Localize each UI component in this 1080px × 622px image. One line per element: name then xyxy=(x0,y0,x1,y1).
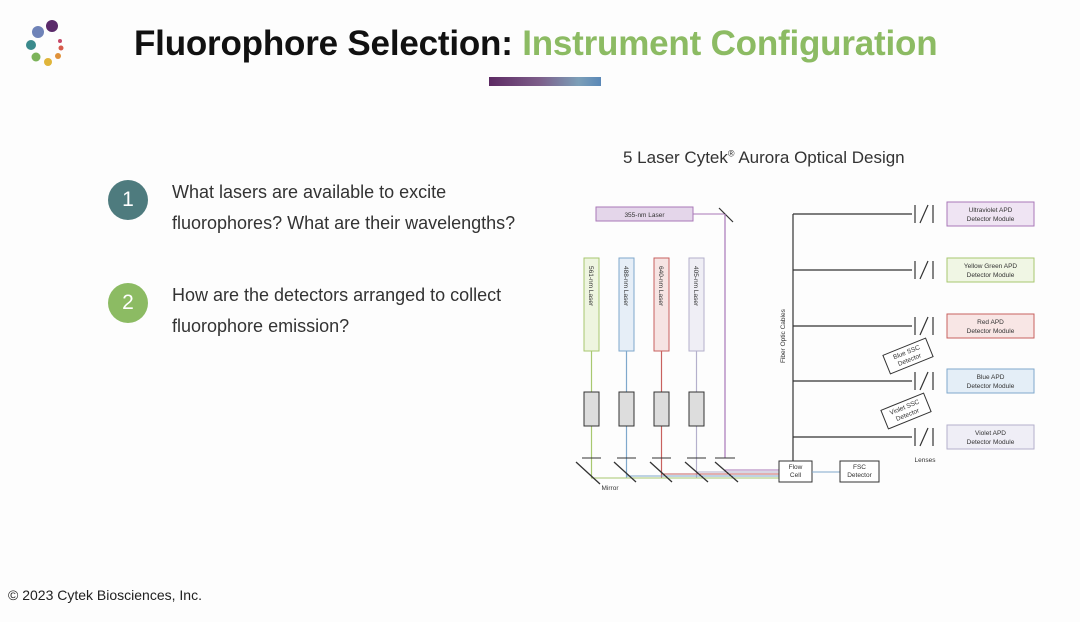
fiber-branches xyxy=(793,213,912,438)
mirrors xyxy=(575,461,739,485)
diagram-title: 5 Laser Cytek® Aurora Optical Design xyxy=(623,148,905,168)
module-red-line1: Red APD xyxy=(977,319,1004,326)
laser-640-label: 640-nm Laser xyxy=(657,266,664,307)
module-ultraviolet: Ultraviolet APD Detector Module xyxy=(946,201,1035,227)
laser-405-label: 405-nm Laser xyxy=(692,266,699,307)
cytek-logo-icon xyxy=(26,20,64,66)
module-violet: Violet APD Detector Module xyxy=(946,424,1035,450)
module-yellow-green: Yellow Green APD Detector Module xyxy=(946,257,1035,283)
question-2: 2 How are the detectors arranged to coll… xyxy=(108,280,552,342)
module-blue-line1: Blue APD xyxy=(977,374,1005,381)
question-1-number: 1 xyxy=(108,180,148,220)
question-1-text: What lasers are available to excite fluo… xyxy=(172,182,516,233)
combined-beams xyxy=(591,469,779,479)
violet-ssc-detector: Violet SSC Detector xyxy=(880,392,932,430)
module-uv-line2: Detector Module xyxy=(967,216,1015,223)
laser-561: 561-nm Laser xyxy=(583,257,600,478)
lenses xyxy=(914,204,934,447)
page-title: Fluorophore Selection: Instrument Config… xyxy=(134,24,938,64)
laser-488-filter xyxy=(618,391,635,427)
fsc-line1: FSC xyxy=(853,464,866,471)
lenses-label: Lenses xyxy=(915,457,937,464)
module-blue: Blue APD Detector Module xyxy=(946,368,1035,394)
laser-488: 488-nm Laser xyxy=(618,257,635,478)
diagram-title-rest: Aurora Optical Design xyxy=(738,148,905,167)
laser-640-filter xyxy=(653,391,670,427)
module-red: Red APD Detector Module xyxy=(946,313,1035,339)
title-part-2: Instrument Configuration xyxy=(522,24,938,63)
flow-cell-line1: Flow xyxy=(789,464,803,471)
diagram-title-registered: ® xyxy=(727,148,735,159)
module-yg-line1: Yellow Green APD xyxy=(964,263,1018,270)
optical-design-diagram: 355-nm Laser 561-nm Laser 488-nm Laser 6… xyxy=(575,201,1035,492)
module-blue-line2: Detector Module xyxy=(967,383,1015,390)
module-yg-line2: Detector Module xyxy=(967,272,1015,279)
laser-640: 640-nm Laser xyxy=(653,257,670,478)
module-violet-line2: Detector Module xyxy=(967,439,1015,446)
fiber-optic-label: Fiber Optic Cables xyxy=(780,308,787,363)
laser-488-label: 488-nm Laser xyxy=(622,266,629,307)
mirror-label: Mirror xyxy=(602,485,620,492)
laser-561-filter xyxy=(583,391,600,427)
module-red-line2: Detector Module xyxy=(967,328,1015,335)
laser-405: 405-nm Laser xyxy=(688,257,705,478)
fsc-detector-box xyxy=(839,460,880,483)
module-uv-line1: Ultraviolet APD xyxy=(969,207,1013,214)
module-violet-line1: Violet APD xyxy=(975,430,1006,437)
uv-laser-label: 355-nm Laser xyxy=(624,212,665,219)
blue-ssc-detector: Blue SSC Detector xyxy=(882,337,934,375)
question-2-text: How are the detectors arranged to collec… xyxy=(172,285,502,336)
diagram-title-main: 5 Laser Cytek xyxy=(623,148,728,167)
title-part-1: Fluorophore Selection: xyxy=(134,24,513,63)
laser-561-label: 561-nm Laser xyxy=(587,266,594,307)
title-gradient-bar xyxy=(489,77,601,86)
fsc-line2: Detector xyxy=(847,472,872,479)
question-1: 1 What lasers are available to excite fl… xyxy=(108,177,552,239)
question-2-number: 2 xyxy=(108,283,148,323)
laser-405-filter xyxy=(688,391,705,427)
flow-cell-line2: Cell xyxy=(790,472,802,479)
uv-mirror xyxy=(718,207,734,223)
copyright-footer: © 2023 Cytek Biosciences, Inc. xyxy=(8,587,202,603)
